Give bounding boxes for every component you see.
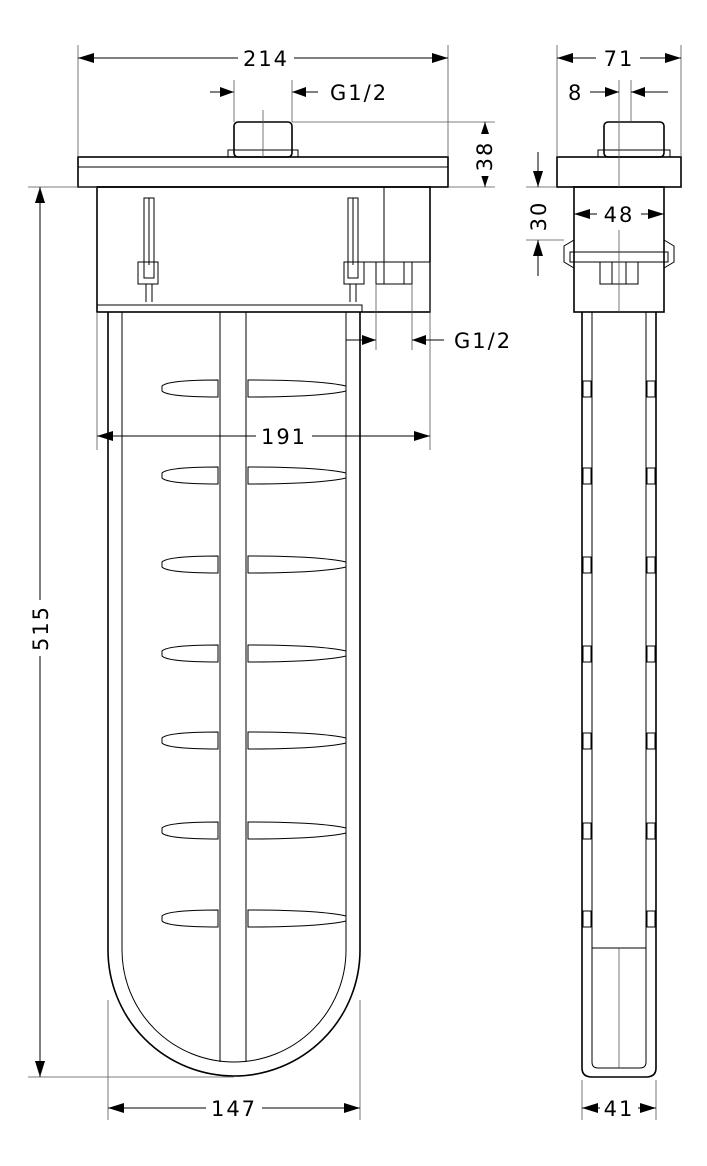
dim-housing-height-label: 30 [527, 201, 551, 232]
side-head-profile [581, 312, 657, 1078]
shower-head-body [107, 312, 361, 1077]
dim-head-width-label: 147 [211, 1097, 257, 1121]
dim-body-width: 191 [97, 422, 430, 450]
top-plate [77, 156, 449, 188]
side-view: 71 8 30 48 [526, 44, 682, 1121]
front-view: 214 G1/2 38 191 [26, 44, 512, 1122]
nozzle-ribs [161, 379, 347, 928]
inlet-connector [227, 110, 299, 158]
dim-outlet-thread: G1/2 [346, 329, 512, 353]
dim-overall-height: 515 [26, 187, 54, 1077]
dim-overall-depth-label: 71 [604, 47, 635, 71]
mounting-clip-left [137, 197, 159, 302]
dim-inlet-thread-label: G1/2 [330, 81, 388, 105]
extension-lines [28, 45, 495, 1120]
mounting-clip-right [343, 197, 365, 302]
dim-inlet-thread: G1/2 [210, 80, 388, 122]
dim-housing-depth: 48 [574, 201, 664, 227]
dim-offset-label: 8 [568, 81, 583, 105]
side-extension-lines [526, 45, 682, 1120]
side-inlet [597, 80, 671, 187]
dim-head-depth: 41 [582, 1095, 656, 1121]
dim-plate-height: 38 [472, 122, 498, 187]
dim-housing-height: 30 [526, 152, 552, 276]
dim-head-depth-label: 41 [604, 1097, 635, 1121]
side-nozzles [582, 380, 656, 928]
dim-body-width-label: 191 [261, 425, 307, 449]
dim-overall-width: 214 [78, 44, 448, 72]
dim-overall-height-label: 515 [29, 605, 53, 651]
dim-plate-height-label: 38 [473, 141, 497, 172]
dim-overall-depth: 71 [557, 44, 681, 72]
dim-overall-width-label: 214 [243, 47, 289, 71]
dim-offset: 8 [568, 81, 668, 105]
mounting-housing [96, 186, 431, 313]
dim-outlet-thread-label: G1/2 [454, 329, 512, 353]
dim-housing-depth-label: 48 [604, 203, 635, 227]
dim-head-width: 147 [108, 1094, 360, 1122]
